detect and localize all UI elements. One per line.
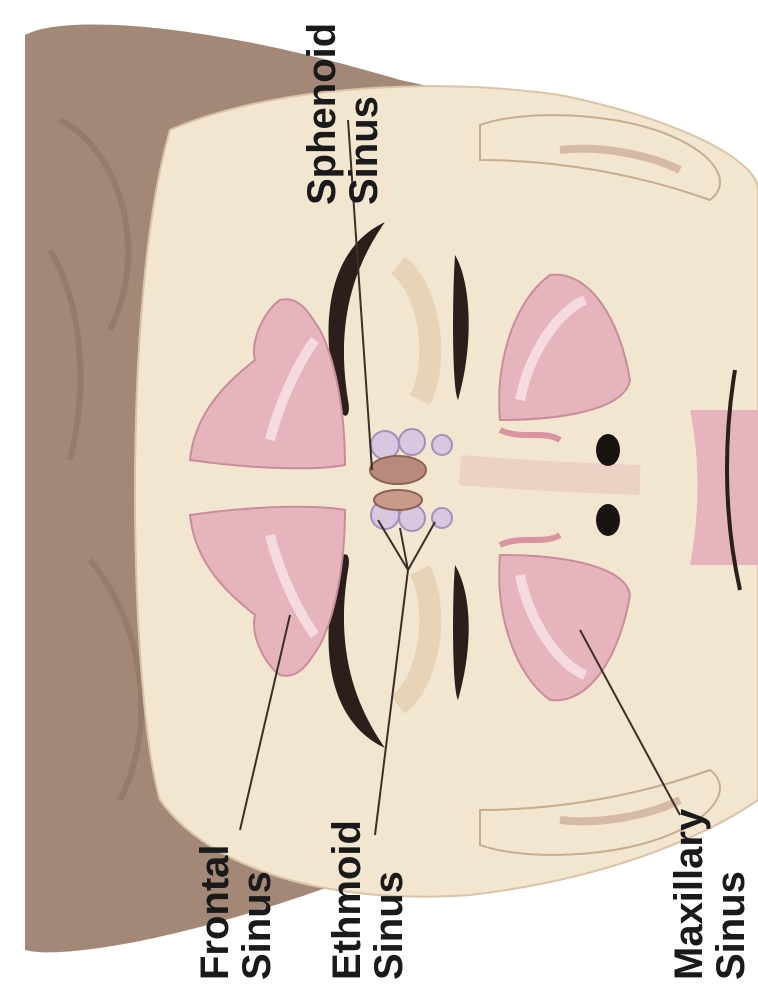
label-frontal-line1: Frontal xyxy=(193,844,237,980)
face xyxy=(135,86,758,897)
label-sphenoid-line1: Sphenoid xyxy=(300,23,344,205)
label-sphenoid-sinus: Sphenoid Sinus xyxy=(300,23,386,205)
label-maxillary-line1: Maxillary xyxy=(667,808,711,980)
ethmoid-cell xyxy=(432,435,452,455)
upper-lip xyxy=(690,410,758,565)
label-ethmoid-line2: Sinus xyxy=(367,871,411,980)
nostril-lower xyxy=(596,504,620,536)
label-ethmoid-line1: Ethmoid xyxy=(325,820,369,980)
sphenoid-sinus-lower xyxy=(374,490,422,510)
nose-bridge xyxy=(460,470,640,480)
label-maxillary-sinus: Maxillary Sinus xyxy=(667,808,753,980)
ethmoid-cell xyxy=(432,508,452,528)
label-sphenoid-line2: Sinus xyxy=(342,96,386,205)
nostril-upper xyxy=(596,434,620,466)
ethmoid-cell xyxy=(371,431,399,459)
ethmoid-cell xyxy=(399,429,425,455)
label-frontal-line2: Sinus xyxy=(235,871,279,980)
label-maxillary-line2: Sinus xyxy=(709,871,753,980)
sphenoid-sinus xyxy=(370,456,426,484)
